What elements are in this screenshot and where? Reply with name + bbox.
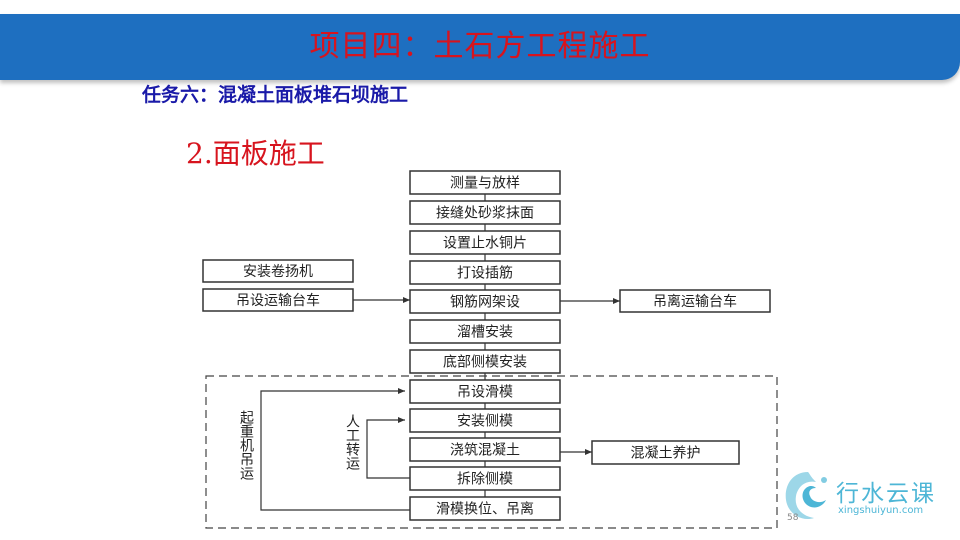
flow-step-9-frame	[409, 408, 561, 433]
box-remove-trolley-label: 吊离运输台车	[653, 293, 737, 310]
flow-step-1: 测量与放样	[409, 170, 561, 195]
flow-step-3: 设置止水铜片	[409, 230, 561, 255]
flow-step-6-label: 溜槽安装	[457, 325, 513, 341]
flow-step-6-frame	[409, 319, 561, 344]
flow-step-12: 滑模换位、吊离	[409, 496, 561, 521]
header-bar	[0, 14, 960, 80]
label-crane-transport: 起重机吊运	[238, 410, 254, 481]
flow-step-3-frame	[409, 230, 561, 255]
box-hoist-trolley-frame	[202, 288, 354, 312]
flow-step-2: 接缝处砂浆抹面	[409, 200, 561, 225]
flow-step-4-label: 打设插筋	[457, 265, 513, 282]
flow-step-11-frame	[409, 466, 561, 491]
page-number: 58	[787, 513, 799, 523]
box-install-winch-frame	[202, 259, 354, 283]
box-install-winch: 安装卷扬机	[202, 259, 354, 283]
task-subtitle: 任务六：混凝土面板堆石坝施工	[142, 84, 409, 106]
flow-step-10: 浇筑混凝土	[409, 437, 561, 462]
box-remove-trolley-frame	[619, 289, 771, 313]
brand-url: xingshuiyun.com	[838, 505, 924, 516]
flow-step-2-label: 接缝处砂浆抹面	[436, 205, 534, 222]
flow-step-2-frame	[409, 200, 561, 225]
flow-step-4-frame	[409, 260, 561, 285]
page-title: 项目四：土石方工程施工	[309, 29, 651, 64]
flow-step-11-label: 拆除侧模	[457, 472, 513, 488]
flow-step-3-label: 设置止水铜片	[443, 236, 527, 252]
label-manual-transport: 人工转运	[344, 414, 360, 471]
wave-logo-icon	[785, 472, 827, 520]
box-install-winch-label: 安装卷扬机	[243, 264, 313, 280]
flow-step-5-frame	[409, 289, 561, 314]
box-hoist-trolley: 吊设运输台车	[202, 288, 354, 312]
flow-step-5: 钢筋网架设	[409, 289, 561, 314]
box-hoist-trolley-label: 吊设运输台车	[236, 292, 320, 309]
flow-step-7: 底部侧模安装	[409, 349, 561, 374]
box-concrete-curing-frame	[591, 440, 740, 465]
flow-step-9: 安装侧模	[409, 408, 561, 433]
box-concrete-curing: 混凝土养护	[591, 440, 740, 465]
flow-step-10-frame	[409, 437, 561, 462]
flow-step-5-label: 钢筋网架设	[450, 294, 520, 311]
flow-step-10-label: 浇筑混凝土	[450, 443, 520, 459]
manual-loop-arrow	[366, 417, 410, 479]
flow-step-6: 溜槽安装	[409, 319, 561, 344]
box-remove-trolley: 吊离运输台车	[619, 289, 771, 313]
flow-step-7-frame	[409, 349, 561, 374]
box-concrete-curing-label: 混凝土养护	[631, 446, 701, 462]
flow-step-12-frame	[409, 496, 561, 521]
flow-step-11: 拆除侧模	[409, 466, 561, 491]
flow-step-12-label: 滑模换位、吊离	[436, 501, 534, 518]
flow-step-8: 吊设滑模	[409, 379, 561, 404]
flow-step-9-label: 安装侧模	[457, 414, 513, 430]
flow-step-7-label: 底部侧模安装	[443, 355, 527, 371]
flow-step-4: 打设插筋	[409, 260, 561, 285]
flow-step-1-frame	[409, 170, 561, 195]
flow-step-8-frame	[409, 379, 561, 404]
brand-name: 行水云课	[836, 481, 936, 507]
section-heading: 2.面板施工	[186, 137, 325, 170]
crane-loop-arrow	[260, 388, 410, 511]
flow-step-8-label: 吊设滑模	[457, 384, 513, 401]
brand-logo: 行水云课 xingshuiyun.com	[780, 466, 955, 526]
dashed-group-boundary	[205, 375, 778, 529]
flow-step-1-label: 测量与放样	[450, 176, 520, 192]
